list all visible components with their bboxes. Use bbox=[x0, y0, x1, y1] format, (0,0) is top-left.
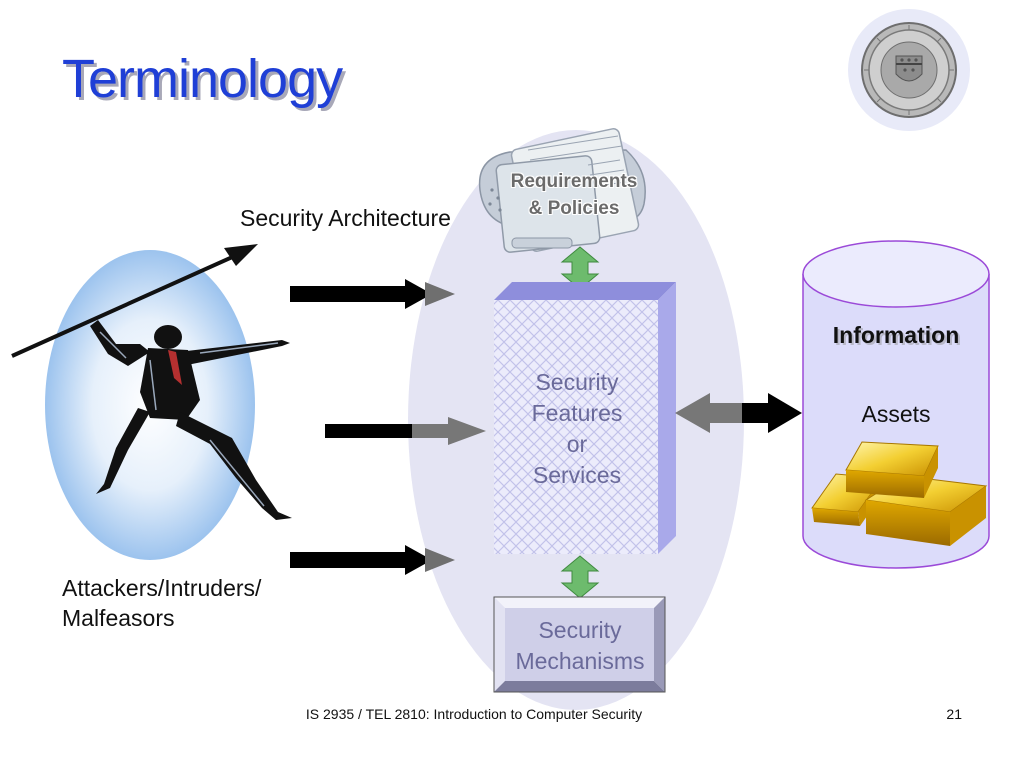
attackers-label: Attackers/Intruders/ Malfeasors bbox=[62, 573, 261, 633]
information-label: Information bbox=[832, 322, 960, 348]
university-seal-icon bbox=[846, 8, 972, 132]
mechanisms-line2: Mechanisms bbox=[515, 648, 645, 674]
features-line1: Security bbox=[535, 369, 619, 395]
security-mechanisms-box bbox=[493, 596, 666, 693]
requirements-line2: & Policies bbox=[528, 198, 620, 219]
attack-arrow-bottom bbox=[290, 545, 455, 575]
features-line2: Features bbox=[531, 400, 623, 426]
bidirectional-arrow bbox=[675, 393, 802, 433]
scroll-documents-icon bbox=[478, 128, 646, 253]
attack-arrow-top bbox=[290, 279, 455, 309]
requirements-line1: Requirements bbox=[510, 171, 638, 192]
assets-label: Assets bbox=[861, 401, 931, 427]
slide-footer: IS 2935 / TEL 2810: Introduction to Comp… bbox=[305, 706, 643, 722]
slide-title: Terminology bbox=[62, 49, 343, 109]
security-features-label: Security Features or Services bbox=[496, 367, 658, 491]
mechanisms-line1: Security bbox=[538, 617, 622, 643]
gold-bars-icon bbox=[811, 441, 988, 546]
security-architecture-label: Security Architecture bbox=[240, 205, 451, 231]
requirements-policies-label: Requirements & Policies bbox=[494, 168, 654, 222]
page-number: 21 bbox=[946, 706, 962, 722]
spear-thrower-figure-icon bbox=[11, 244, 292, 520]
attackers-label-line2: Malfeasors bbox=[62, 605, 175, 631]
features-line3: or bbox=[566, 431, 588, 457]
security-features-box bbox=[494, 282, 676, 554]
security-mechanisms-label: Security Mechanisms bbox=[506, 615, 654, 677]
attack-arrow-middle bbox=[325, 417, 486, 445]
features-line4: Services bbox=[532, 462, 622, 488]
attackers-label-line1: Attackers/Intruders/ bbox=[62, 575, 262, 601]
